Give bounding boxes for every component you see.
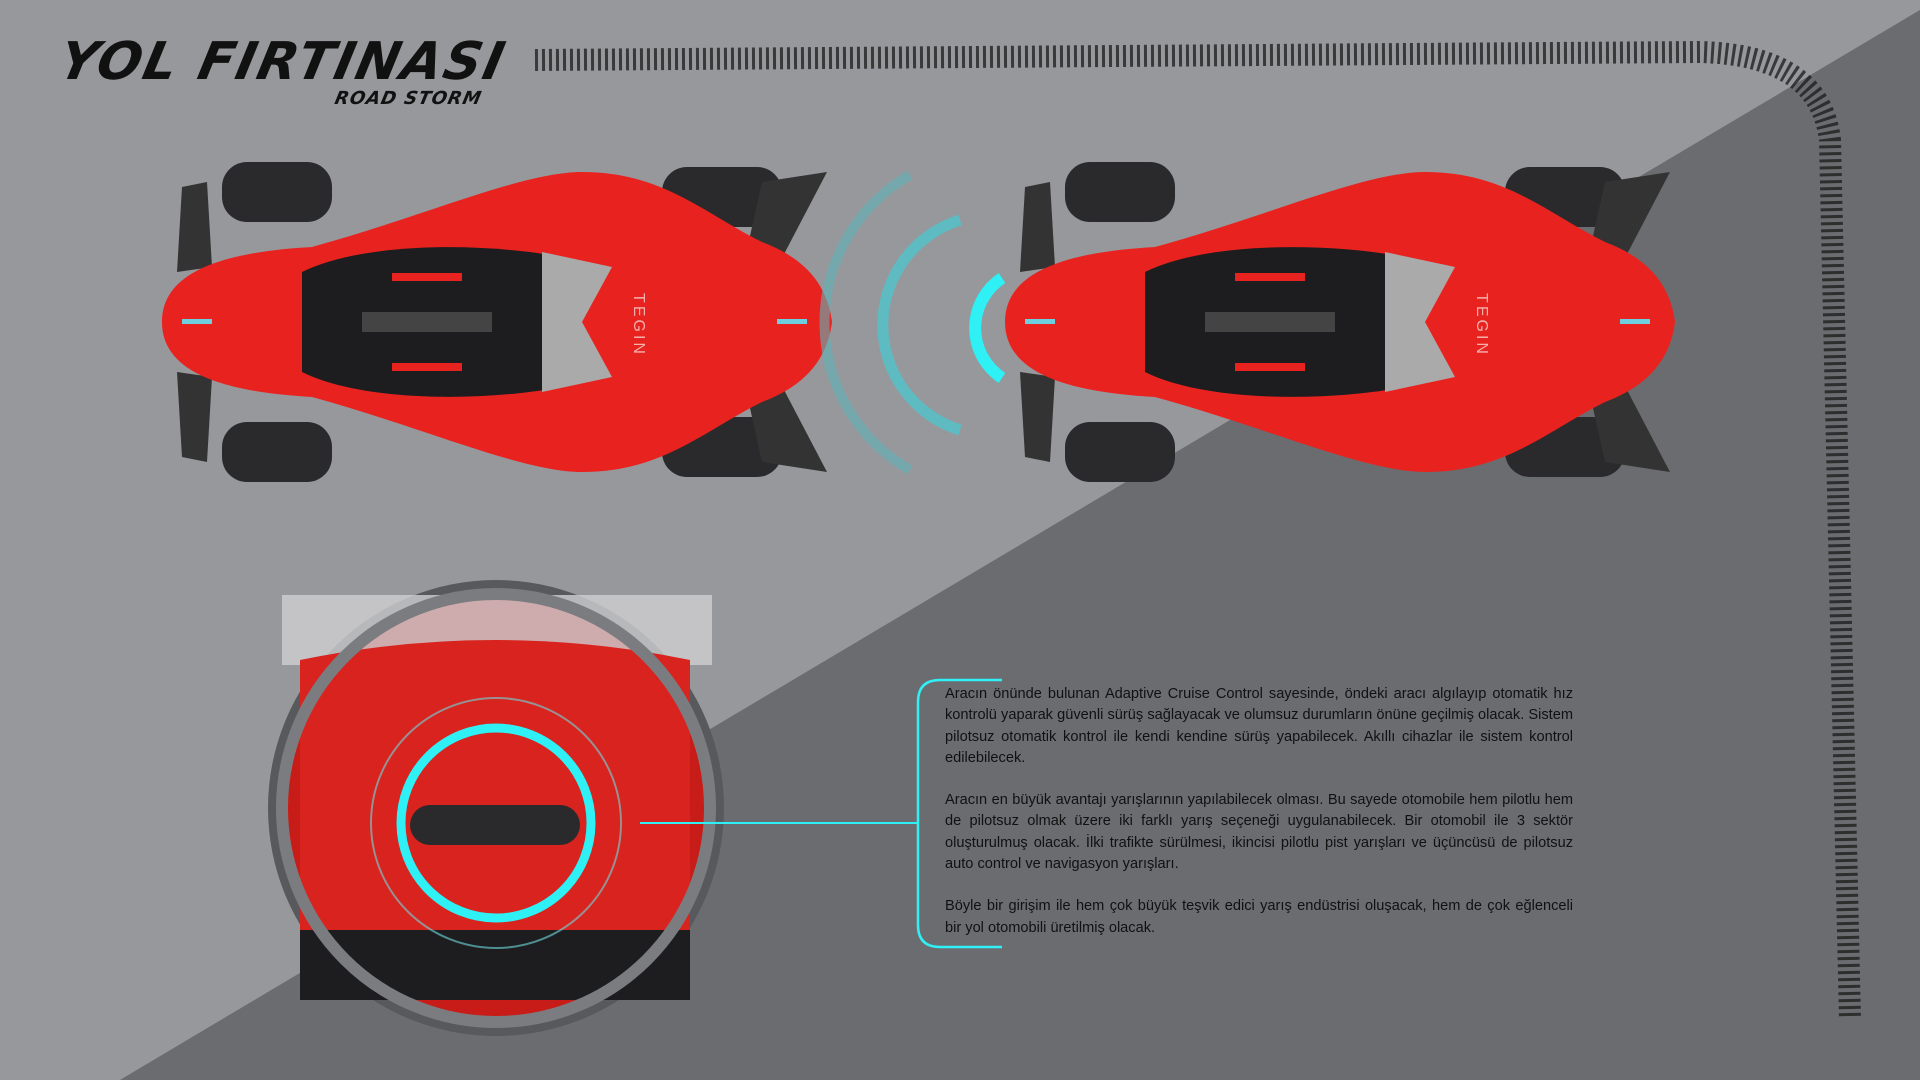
description: Aracın önünde bulunan Adaptive Cruise Co… bbox=[945, 684, 1573, 960]
page-title: YOL FIRTINASI bbox=[53, 32, 512, 92]
car-front bbox=[1005, 162, 1675, 482]
car-rear-brand: TEGIN bbox=[630, 293, 647, 357]
tire-track bbox=[534, 40, 1861, 1021]
detail-circle bbox=[268, 580, 724, 1036]
sensor-waves bbox=[819, 170, 1006, 475]
car-front-brand: TEGIN bbox=[1473, 293, 1490, 357]
paragraph: Aracın en büyük avantajı yarışlarının ya… bbox=[945, 792, 1573, 873]
paragraph: Aracın önünde bulunan Adaptive Cruise Co… bbox=[945, 686, 1573, 766]
page-subtitle: ROAD STORM bbox=[332, 88, 484, 109]
paragraph: Böyle bir girişim ile hem çok büyük teşv… bbox=[945, 898, 1573, 936]
text-bracket bbox=[916, 678, 1002, 949]
car-rear bbox=[162, 162, 832, 482]
